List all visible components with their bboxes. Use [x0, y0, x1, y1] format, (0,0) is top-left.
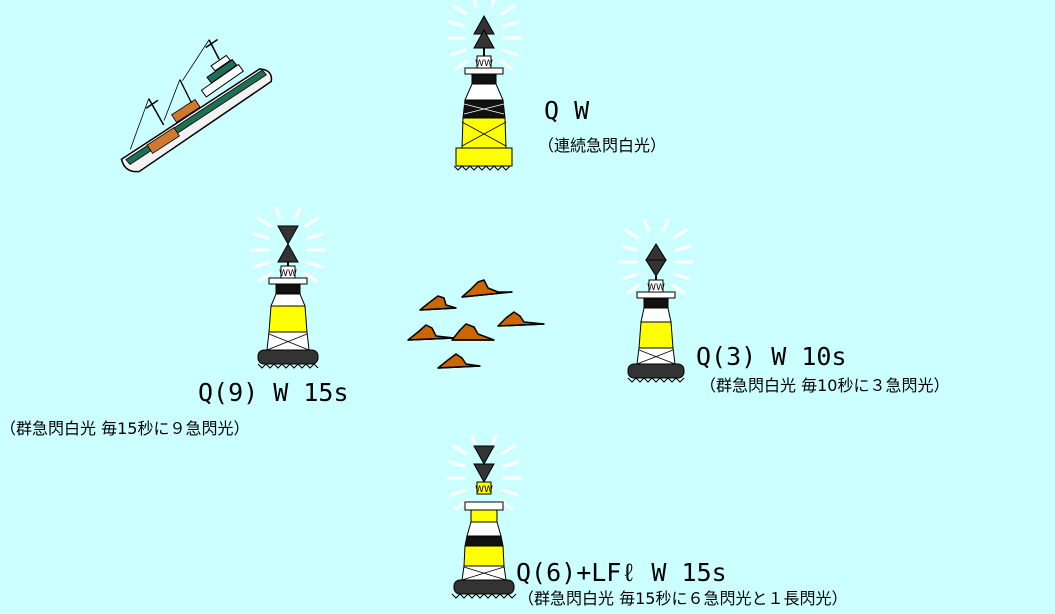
rocks-icon: [407, 279, 545, 369]
south-light-description: （群急閃白光 毎15秒に６急閃光と１長閃光）: [518, 589, 848, 608]
svg-text:WW: WW: [475, 485, 493, 495]
svg-text:WW: WW: [279, 269, 297, 279]
east-cardinal-buoy: WW: [618, 218, 694, 383]
east-light-code: Q(3) W 10s: [696, 342, 847, 371]
west-light-code: Q(9) W 15s: [198, 378, 349, 407]
south-cardinal-buoy: WW: [446, 434, 522, 599]
west-light-description: （群急閃白光 毎15秒に９急閃光）: [0, 419, 250, 438]
north-cardinal-buoy: WW: [446, 0, 522, 171]
south-light-code: Q(6)+LFℓ W 15s: [516, 558, 727, 587]
north-light-description: （連続急閃白光）: [538, 136, 667, 155]
east-light-description: （群急閃白光 毎10秒に３急閃光）: [700, 376, 950, 395]
west-cardinal-buoy: WW: [250, 206, 326, 369]
ship-icon: [120, 38, 273, 173]
svg-text:WW: WW: [475, 59, 493, 69]
svg-text:WW: WW: [647, 283, 665, 293]
north-light-code: Q W: [544, 96, 590, 125]
